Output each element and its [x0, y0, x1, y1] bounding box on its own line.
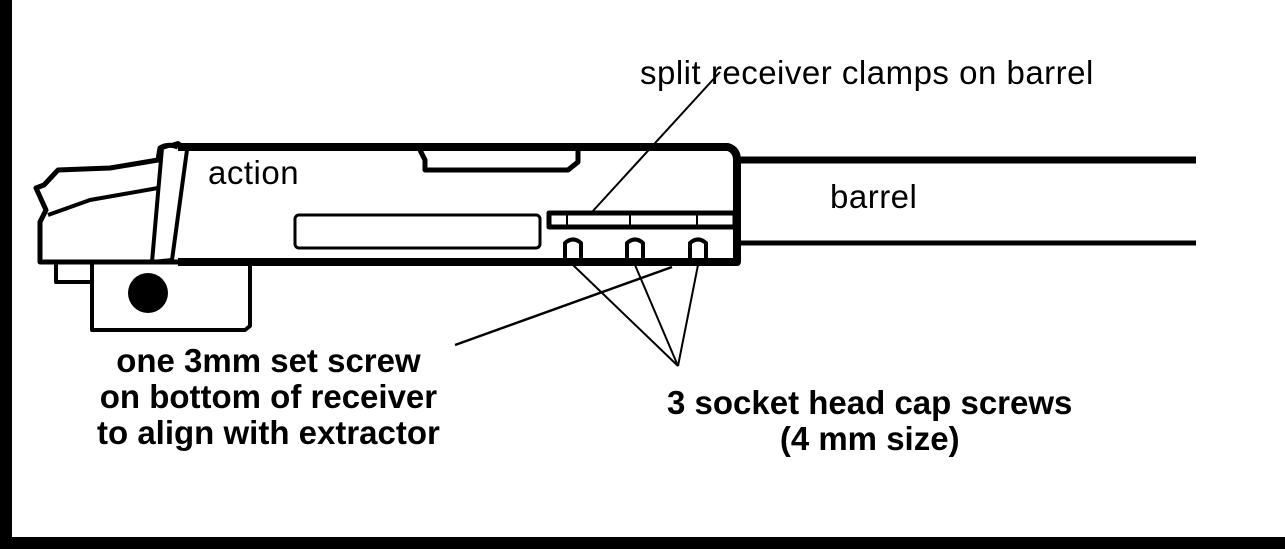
- clamps-label: split receiver clamps on barrel: [640, 54, 1094, 91]
- set-screw-dot: [128, 273, 168, 313]
- cap-screw-leader-2: [634, 264, 679, 367]
- action-label: action: [208, 154, 300, 191]
- receiver-body: [178, 143, 741, 266]
- set-screw-note: one 3mm set screw on bottom of receiver …: [97, 343, 440, 451]
- ejection-port: [417, 148, 581, 173]
- trigger-housing: [54, 262, 252, 332]
- barrel-label: barrel: [830, 178, 918, 215]
- diagram-canvas: action barrel split receiver clamps on b…: [12, 0, 1285, 537]
- cap-screw-leader-3: [677, 264, 699, 367]
- set-screw-leader: [454, 265, 673, 347]
- cap-screws-line-2: (4 mm size): [779, 420, 960, 457]
- set-screw-line-1: one 3mm set screw: [116, 342, 421, 379]
- cap-screws-note: 3 socket head cap screws (4 mm size): [667, 385, 1072, 457]
- receiver-slot: [293, 213, 542, 250]
- clamp-leader: [591, 71, 721, 213]
- clamp-bar: [546, 210, 738, 230]
- set-screw-line-2: on bottom of receiver: [99, 378, 438, 415]
- cap-screw-2: [625, 237, 645, 260]
- cap-screw-1: [563, 237, 583, 260]
- cap-screw-3: [688, 237, 708, 260]
- cap-screw-leader-1: [572, 264, 679, 367]
- bolt-handle: [150, 141, 189, 264]
- set-screw-line-3: to align with extractor: [97, 414, 440, 451]
- cap-screws-line-1: 3 socket head cap screws: [667, 384, 1073, 421]
